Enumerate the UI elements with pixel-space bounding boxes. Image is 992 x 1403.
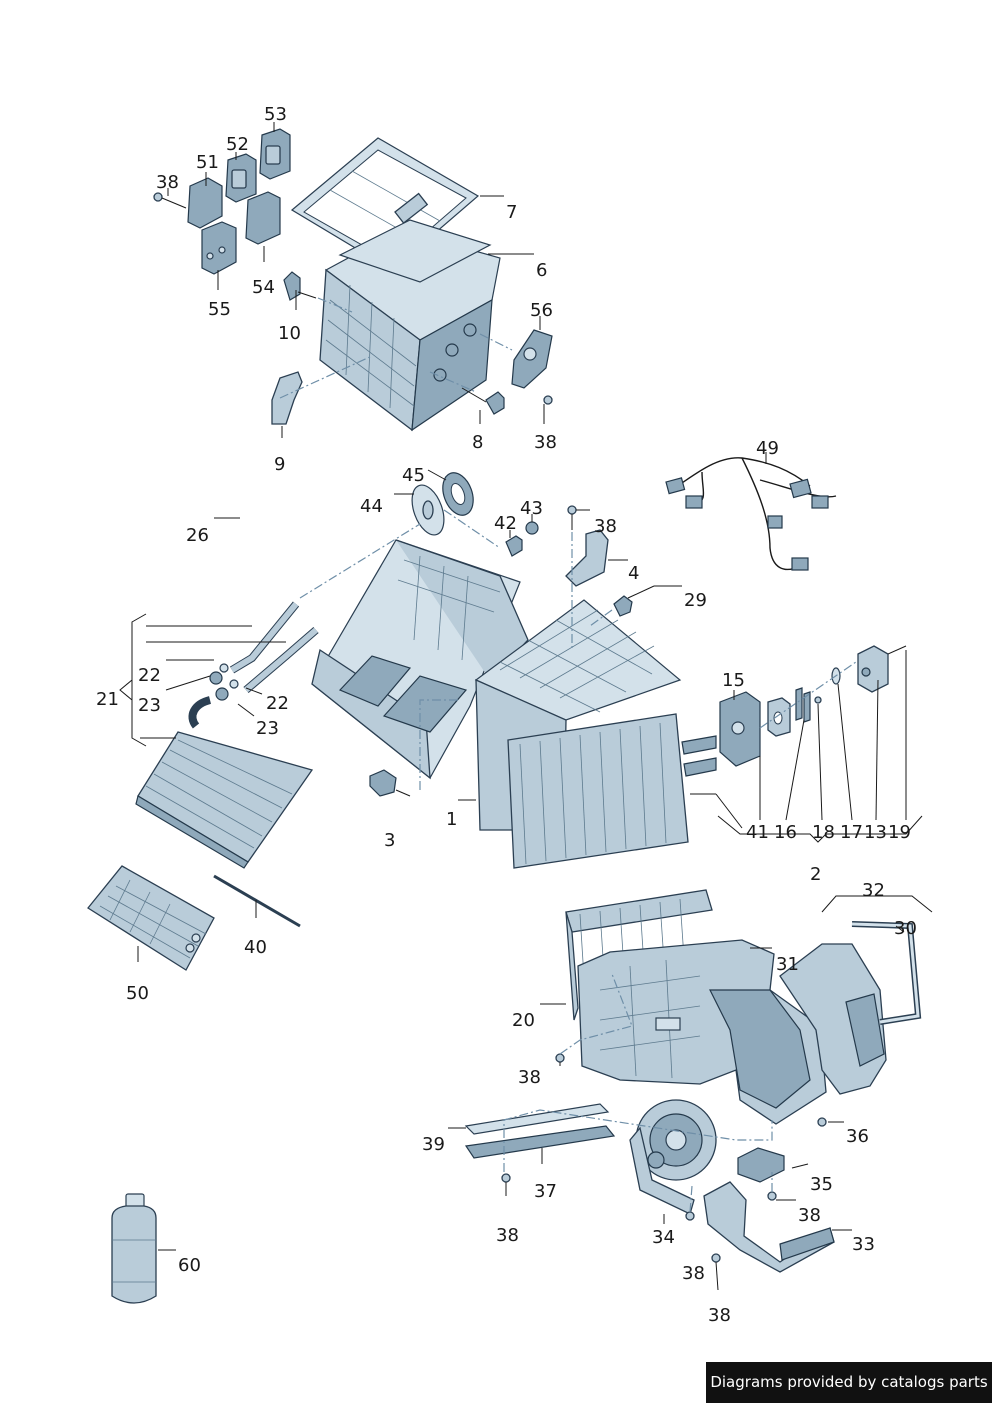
callout-1: 1	[446, 809, 457, 830]
duct-33	[685, 1181, 835, 1273]
callout-60: 60	[178, 1255, 201, 1276]
callout-26: 26	[186, 525, 209, 546]
callout-45: 45	[402, 465, 425, 486]
callout-4: 4	[628, 563, 639, 584]
callout-53: 53	[264, 104, 287, 125]
callout-36: 36	[846, 1126, 869, 1147]
callout-17: 17	[840, 822, 863, 843]
callout-43: 43	[520, 498, 543, 519]
callout-23-right: 23	[256, 718, 279, 739]
callout-55: 55	[208, 299, 231, 320]
callout-35: 35	[810, 1174, 833, 1195]
frame-part-7	[290, 137, 480, 271]
callout-2: 2	[810, 864, 821, 885]
callout-38-blower: 38	[518, 1067, 541, 1088]
callout-20: 20	[512, 1010, 535, 1031]
callout-39: 39	[422, 1134, 445, 1155]
callout-7: 7	[506, 202, 517, 223]
callout-labels: 53 52 51 38 7 6 54 55 56 10 8 38 9 49 45…	[96, 104, 917, 1326]
blower-housing-31	[577, 939, 827, 1125]
heater-core-group	[135, 601, 319, 869]
callout-52: 52	[226, 134, 249, 155]
callout-38-resistor: 38	[798, 1205, 821, 1226]
callout-10: 10	[278, 323, 301, 344]
recirc-housing-32	[779, 921, 922, 1095]
callout-40: 40	[244, 937, 267, 958]
flap-motors-group	[153, 128, 291, 275]
callout-18: 18	[812, 822, 835, 843]
callout-56: 56	[530, 300, 553, 321]
callout-42: 42	[494, 513, 517, 534]
callout-8: 8	[472, 432, 483, 453]
callout-41: 41	[746, 822, 769, 843]
seal-group	[411, 472, 655, 617]
callout-19: 19	[888, 822, 911, 843]
callout-13: 13	[864, 822, 887, 843]
callout-38-housing: 38	[534, 432, 557, 453]
callout-31: 31	[776, 954, 799, 975]
housing-part-1	[311, 539, 717, 869]
callout-23-left: 23	[138, 695, 161, 716]
callout-9: 9	[274, 454, 285, 475]
callout-3: 3	[384, 830, 395, 851]
callout-22-left: 22	[138, 665, 161, 686]
resistor-35	[737, 1147, 785, 1201]
rod-40	[213, 874, 301, 928]
callout-37: 37	[534, 1181, 557, 1202]
callout-16: 16	[774, 822, 797, 843]
wiring-harness-49	[665, 457, 837, 571]
callout-30: 30	[894, 918, 917, 939]
callout-49: 49	[756, 438, 779, 459]
callout-38-duct: 38	[708, 1305, 731, 1326]
expansion-valve-group	[719, 645, 907, 767]
callout-6: 6	[536, 260, 547, 281]
callout-15: 15	[722, 670, 745, 691]
callout-44: 44	[360, 496, 383, 517]
callout-32: 32	[862, 880, 885, 901]
callout-22-right: 22	[266, 693, 289, 714]
trim-39-37	[464, 1103, 616, 1183]
callout-38-trim: 38	[496, 1225, 519, 1246]
callout-50: 50	[126, 983, 149, 1004]
callout-38-motor: 38	[682, 1263, 705, 1284]
dust-filter-20	[565, 889, 713, 1021]
filter-50	[87, 865, 215, 971]
catalog-credit-banner: Diagrams provided by catalogs parts	[706, 1362, 992, 1403]
callout-34: 34	[652, 1227, 675, 1248]
callout-33: 33	[852, 1234, 875, 1255]
leader-lines	[119, 122, 933, 1291]
bottle-60	[111, 1193, 157, 1304]
callout-54: 54	[252, 277, 275, 298]
callout-29: 29	[684, 590, 707, 611]
callout-38-top: 38	[156, 172, 179, 193]
callout-51: 51	[196, 152, 219, 173]
callout-38-bracket: 38	[594, 516, 617, 537]
blower-motor-34	[629, 1099, 717, 1215]
distribution-housing-6	[271, 219, 553, 432]
callout-21: 21	[96, 689, 119, 710]
